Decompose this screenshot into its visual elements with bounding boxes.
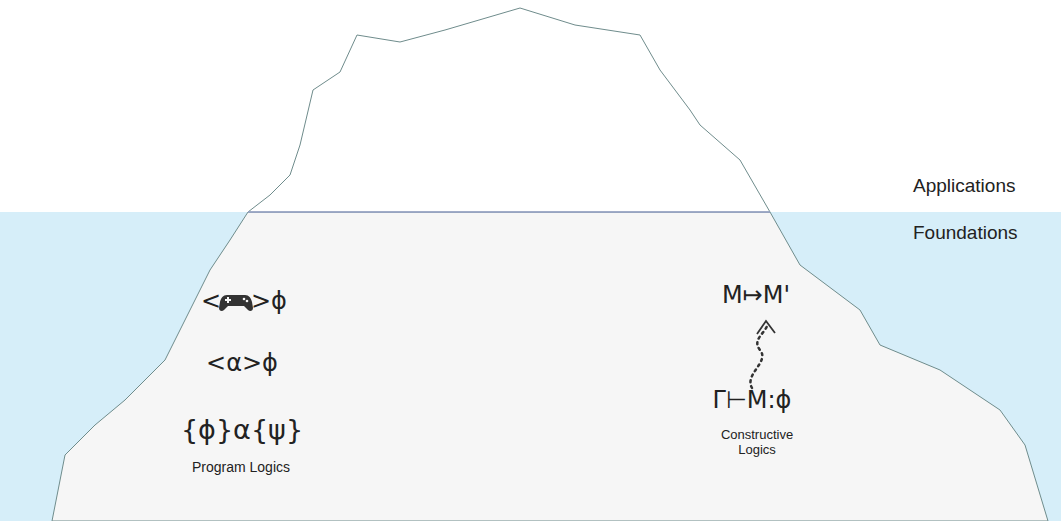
- formula: >ϕ: [251, 288, 287, 316]
- arrow-head: [757, 321, 775, 334]
- layer-label: Foundations: [913, 222, 1018, 244]
- waterline: [248, 211, 770, 213]
- formula: <α>ϕ: [206, 350, 278, 378]
- formula: Γ⊢M:ϕ: [713, 387, 792, 415]
- gamepad-icon: [219, 295, 253, 311]
- group-caption: Program Logics: [192, 459, 290, 475]
- layer-label: Applications: [913, 175, 1015, 197]
- formula: {ϕ}α{ψ}: [181, 414, 303, 445]
- formula: M↦M': [722, 282, 790, 310]
- formula: <: [201, 288, 221, 316]
- reduction-arrow: [750, 326, 767, 388]
- iceberg-tip: [248, 8, 770, 212]
- iceberg-underwater: [52, 212, 1048, 521]
- water: [0, 212, 1061, 521]
- group-caption: Constructive Logics: [714, 428, 800, 458]
